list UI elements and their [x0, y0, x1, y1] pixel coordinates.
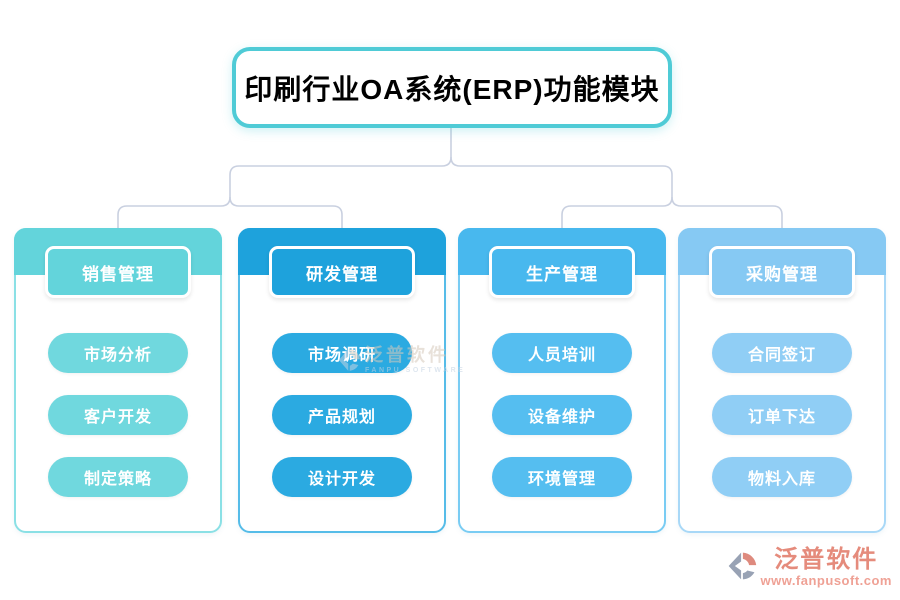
- title-box: 印刷行业OA系统(ERP)功能模块: [232, 47, 672, 128]
- module-item: 订单下达: [712, 395, 852, 435]
- module-item: 人员培训: [492, 333, 632, 373]
- module-item: 合同签订: [712, 333, 852, 373]
- module-column-production: 生产管理 人员培训 设备维护 环境管理: [458, 228, 666, 533]
- module-item: 设计开发: [272, 457, 412, 497]
- module-column-procurement: 采购管理 合同签订 订单下达 物料入库: [678, 228, 886, 533]
- column-header-label: 研发管理: [269, 246, 415, 298]
- brand-name: 泛普软件: [774, 546, 879, 573]
- module-item: 设备维护: [492, 395, 632, 435]
- page-title: 印刷行业OA系统(ERP)功能模块: [244, 73, 660, 105]
- column-header-label: 采购管理: [709, 246, 855, 298]
- brand-footer: 泛普软件 www.fanpusoft.com: [726, 548, 892, 587]
- fanpu-logo-icon: [729, 552, 757, 580]
- module-item: 市场调研: [272, 333, 412, 373]
- module-item: 市场分析: [48, 333, 188, 373]
- module-column-sales: 销售管理 市场分析 客户开发 制定策略: [14, 228, 222, 533]
- column-header-label: 生产管理: [489, 246, 635, 298]
- module-item: 客户开发: [48, 395, 188, 435]
- module-item: 产品规划: [272, 395, 412, 435]
- column-header-label: 销售管理: [45, 246, 191, 298]
- brand-url: www.fanpusoft.com: [760, 573, 892, 588]
- module-item: 环境管理: [492, 457, 632, 497]
- module-column-rnd: 研发管理 市场调研 产品规划 设计开发: [238, 228, 446, 533]
- module-item: 物料入库: [712, 457, 852, 497]
- module-item: 制定策略: [48, 457, 188, 497]
